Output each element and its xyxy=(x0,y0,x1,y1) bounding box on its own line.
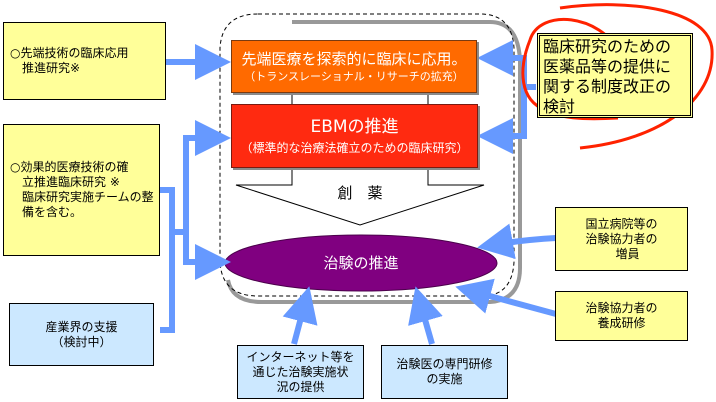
box-line: ○先端技術の臨床応用 xyxy=(10,46,129,60)
box-staff-training: 治験協力者の 養成研修 xyxy=(555,291,688,341)
box-effective-tech-research: ○効果的医療技術の確 立推進臨床研究 ※ 臨床研究実施チームの整 備を含む。 xyxy=(3,124,160,256)
arrow-internet-info xyxy=(282,286,318,345)
box-line: 臨床研究のための xyxy=(543,37,672,56)
box-regulation-revision-proposal: 臨床研究のための 医薬品等の提供に 関する制度改正の 検討 xyxy=(537,33,693,118)
arrow-doctor-training xyxy=(408,286,443,345)
translational-subtitle: （トランスレーショナル・リサーチの拡充） xyxy=(244,69,464,83)
box-doctor-training: 治験医の専門研修 の実施 xyxy=(381,345,508,399)
box-staff-increase: 国立病院等の 治験協力者の 増員 xyxy=(555,207,688,271)
box-line: 関する制度改正の xyxy=(543,77,672,96)
box-line: （検討中） xyxy=(51,334,112,349)
arrow-staff-increase xyxy=(477,223,557,260)
box-line: 治験協力者の xyxy=(585,231,658,246)
box-line: の実施 xyxy=(426,372,463,386)
arrow-effective-bracket xyxy=(160,187,175,333)
highlight-circle-outer xyxy=(559,3,714,150)
box-line: 通じた治験実施状 xyxy=(252,364,349,379)
box-ebm-promotion: EBMの推進 （標準的な治療法確立のための臨床研究） xyxy=(231,104,478,168)
arrow-to-clinical-trial-left xyxy=(183,138,231,280)
arrow-to-ebm xyxy=(183,120,231,262)
box-line: インターネット等を xyxy=(246,349,355,364)
container-shadow xyxy=(226,20,522,304)
box-line: 増員 xyxy=(603,246,640,261)
translational-title: 先端医療を探索的に臨床に応用。 xyxy=(241,49,467,68)
box-line: 治験協力者の xyxy=(585,301,658,315)
box-line: 養成研修 xyxy=(597,316,646,330)
box-line: 備を含む。 xyxy=(10,205,83,219)
box-translational-research: 先端医療を探索的に臨床に応用。 （トランスレーショナル・リサーチの拡充） xyxy=(231,40,477,93)
ebm-subtitle: （標準的な治療法確立のための臨床研究） xyxy=(240,141,469,155)
box-line: 治験医の専門研修 xyxy=(396,357,493,371)
arrow-staff-training xyxy=(455,278,557,317)
box-line: 産業界の支援 xyxy=(45,319,118,334)
drug-discovery-label: 創 薬 xyxy=(337,184,383,202)
drug-discovery-arrow xyxy=(235,170,485,226)
clinical-trial-label: 治験の推進 xyxy=(323,254,399,272)
box-line: 医薬品等の提供に xyxy=(543,57,672,76)
box-internet-info: インターネット等を 通じた治験実施状 況の提供 xyxy=(237,345,364,399)
box-line: 臨床研究実施チームの整 xyxy=(10,190,154,204)
dashed-container xyxy=(219,13,515,297)
box-line: ○効果的医療技術の確 xyxy=(10,160,129,174)
box-advanced-tech-research: ○先端技術の臨床応用 推進研究※ xyxy=(3,22,166,100)
box-line: 況の提供 xyxy=(276,379,325,394)
box-line: 推進研究※ xyxy=(10,61,81,75)
box-industry-support: 産業界の支援 （検討中） xyxy=(9,303,154,366)
box-line: 検討 xyxy=(543,97,576,116)
box-line: 国立病院等の xyxy=(585,216,658,231)
ebm-title: EBMの推進 xyxy=(310,117,399,137)
box-line: 立推進臨床研究 ※ xyxy=(10,175,120,189)
